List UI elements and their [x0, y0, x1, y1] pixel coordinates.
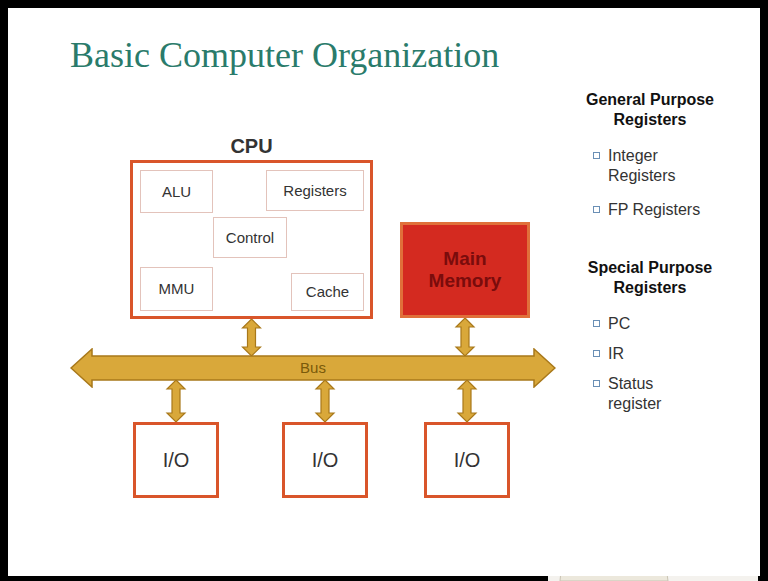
list-item: Status register: [608, 374, 698, 414]
memory-box: Main Memory: [400, 222, 530, 318]
node-label: Registers: [283, 182, 346, 199]
bus-arrow: [71, 349, 555, 387]
list-heading: Special Purpose Registers: [568, 258, 732, 298]
unit-box: ALU: [140, 170, 213, 213]
unit-box: Cache: [291, 273, 364, 311]
node-label: Bus: [300, 359, 326, 376]
node-label: MMU: [159, 280, 195, 297]
list-item: PC: [608, 314, 708, 334]
node-label: Main Memory: [420, 248, 510, 292]
unit-box: Registers: [266, 170, 364, 211]
slide-title: Basic Computer Organization: [70, 34, 499, 76]
bus-connector: [167, 380, 185, 422]
io-box: I/O: [282, 422, 368, 498]
node-label: I/O: [312, 449, 339, 472]
cpu-box: CPUALURegistersControlMMUCache: [130, 160, 373, 319]
list-item: IR: [608, 344, 708, 364]
bus-connector: [316, 380, 334, 422]
node-label: ALU: [162, 183, 191, 200]
io-box: I/O: [424, 422, 510, 498]
node-heading: CPU: [133, 135, 370, 158]
bus-connector: [456, 318, 474, 356]
list-heading: General Purpose Registers: [568, 90, 732, 130]
node-label: Cache: [306, 283, 349, 300]
io-box: I/O: [133, 422, 219, 498]
bus-connector: [243, 319, 261, 356]
unit-box: MMU: [140, 267, 213, 311]
bullet-square: [593, 350, 600, 357]
bullet-square: [593, 320, 600, 327]
bus-band: Bus: [70, 348, 556, 388]
list-item: FP Registers: [608, 200, 738, 220]
node-label: Control: [226, 229, 274, 246]
node-label: I/O: [454, 449, 481, 472]
bullet-square: [593, 380, 600, 387]
unit-box: Control: [213, 217, 287, 258]
node-label: I/O: [163, 449, 190, 472]
list-item: Integer Registers: [608, 146, 718, 186]
bus-connector: [458, 380, 476, 422]
bullet-square: [593, 152, 600, 159]
bullet-square: [593, 206, 600, 213]
